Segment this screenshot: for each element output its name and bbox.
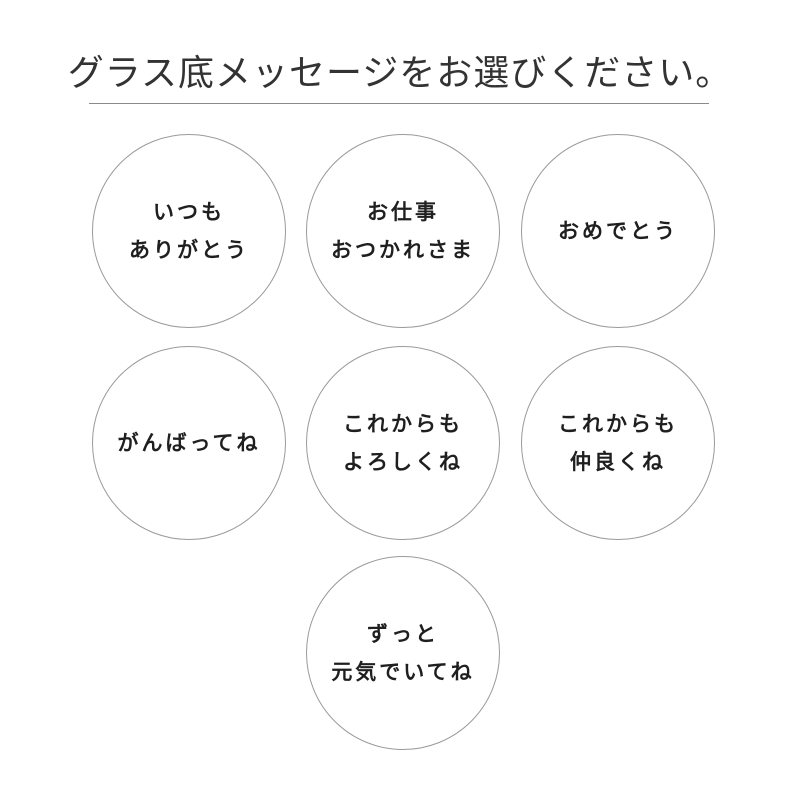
- message-option-korekaramo-nakayokune[interactable]: これからも 仲良くね: [521, 346, 715, 540]
- message-option-line-2: 仲良くね: [570, 450, 666, 474]
- message-option-line-1: おめでとう: [558, 219, 678, 243]
- message-option-line-1: がんばってね: [117, 431, 261, 455]
- message-option-line-2: ありがとう: [129, 238, 249, 262]
- message-option-line-1: お仕事: [367, 200, 439, 224]
- message-option-line-1: これからも: [343, 412, 463, 436]
- message-option-line-2: よろしくね: [343, 450, 463, 474]
- page-title: グラス底メッセージをお選びください。: [67, 53, 733, 94]
- message-option-line-1: これからも: [558, 412, 678, 436]
- message-option-ganbattene[interactable]: がんばってね: [92, 346, 286, 540]
- message-option-zutto-genkideitene[interactable]: ずっと 元気でいてね: [306, 556, 500, 750]
- message-option-line-1: ずっと: [367, 622, 439, 646]
- title-underline-divider: [89, 103, 709, 104]
- message-option-korekaramo-yoroshikune[interactable]: これからも よろしくね: [306, 346, 500, 540]
- message-option-itsumo-arigatou[interactable]: いつも ありがとう: [92, 134, 286, 328]
- message-option-omedetou[interactable]: おめでとう: [521, 134, 715, 328]
- message-option-oshigoto-otsukaresama[interactable]: お仕事 おつかれさま: [306, 134, 500, 328]
- message-option-line-2: おつかれさま: [331, 238, 475, 262]
- message-option-line-2: 元気でいてね: [331, 660, 475, 684]
- message-option-line-1: いつも: [153, 200, 225, 224]
